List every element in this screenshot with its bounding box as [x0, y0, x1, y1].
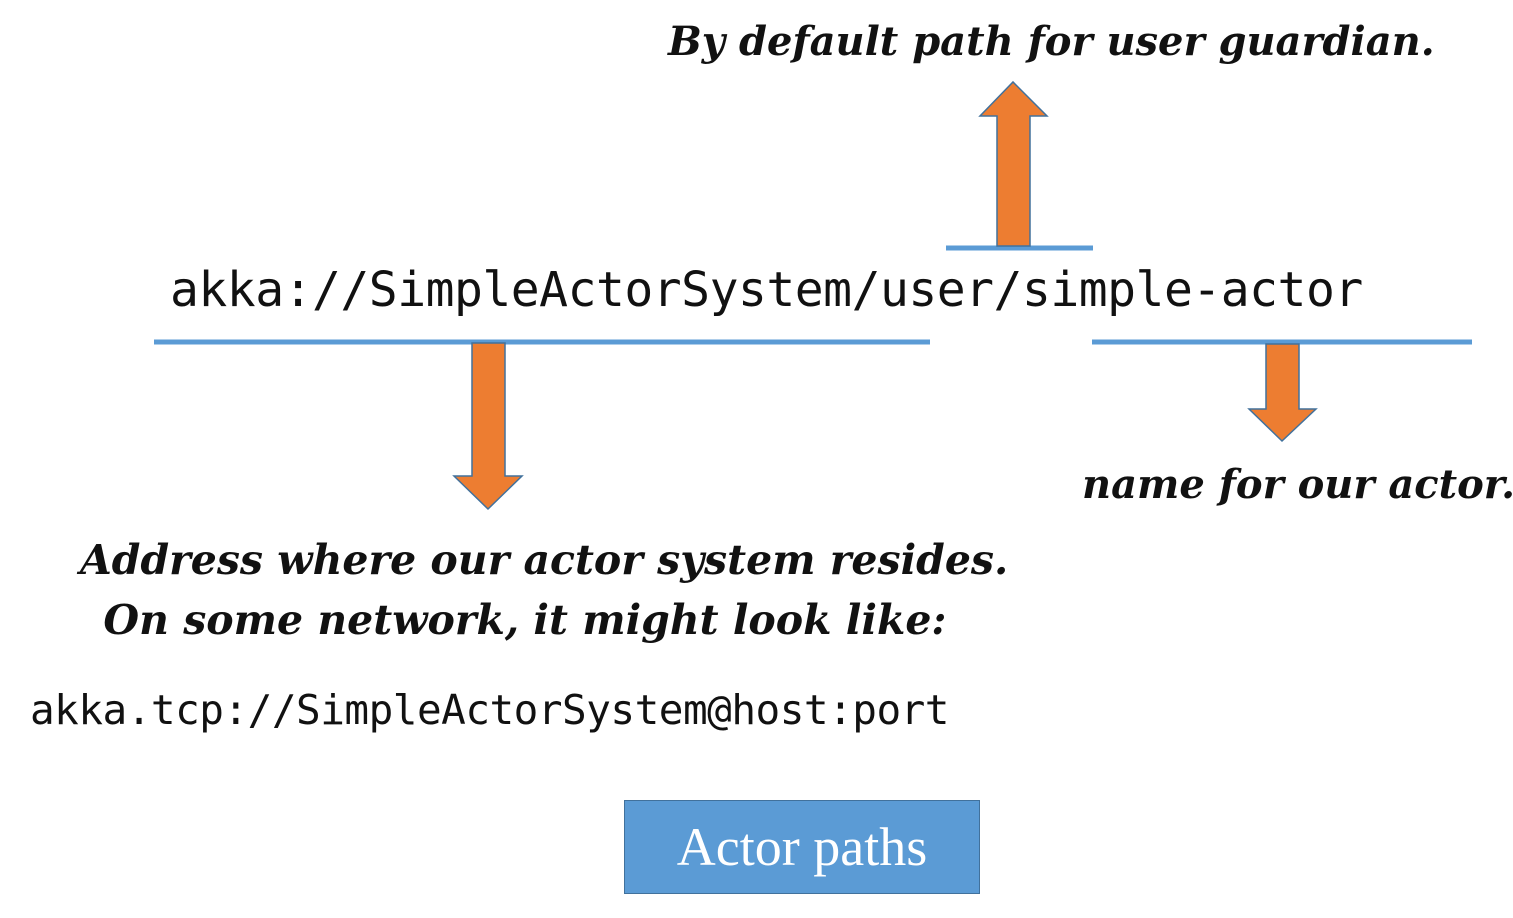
actor-path-text: akka://SimpleActorSystem/user/simple-act…: [170, 262, 1363, 318]
arrow-down-actor-name: [1247, 343, 1318, 443]
caption-box: Actor paths: [624, 800, 980, 894]
actor-name-note: name for our actor.: [1082, 461, 1513, 508]
address-note-line-2: On some network, it might look like:: [103, 596, 947, 644]
arrow-up-guardian: [978, 80, 1049, 247]
address-note-line-1: Address where our actor system resides.: [80, 536, 1009, 584]
arrow-down-address: [452, 342, 524, 511]
remote-path-example: akka.tcp://SimpleActorSystem@host:port: [30, 686, 950, 734]
caption-text: Actor paths: [676, 817, 928, 877]
guardian-note: By default path for user guardian.: [668, 18, 1435, 65]
